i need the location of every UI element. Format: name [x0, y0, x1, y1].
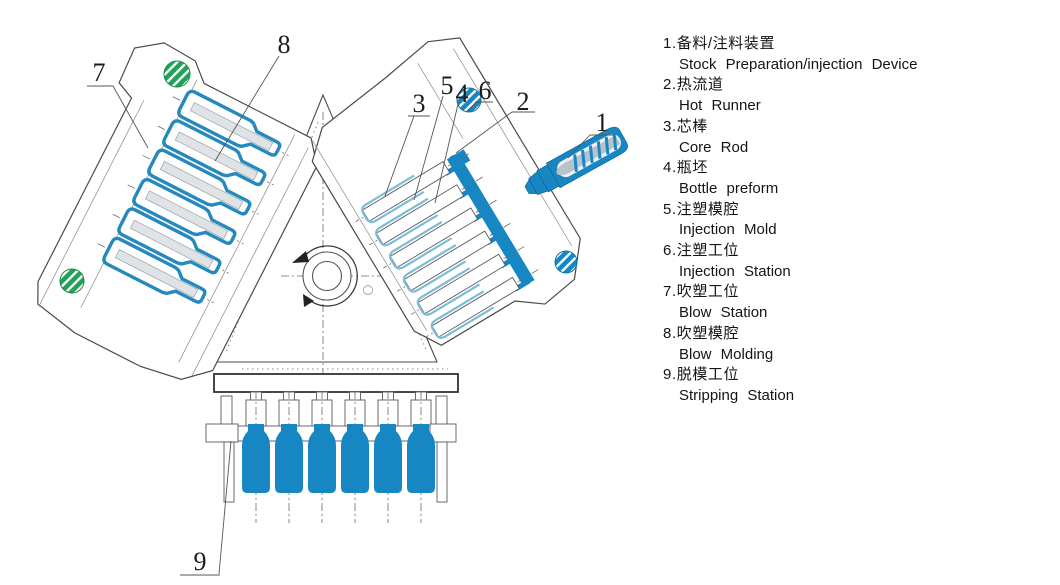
legend-zh: 5.注塑模腔 — [663, 200, 983, 221]
callout-1-leader — [567, 134, 591, 159]
blow-station — [37, 42, 318, 380]
legend-number: 1. — [663, 35, 677, 52]
legend-item-8: 8.吹塑模腔 Blow Molding — [663, 324, 983, 365]
legend-en: Injection Mold — [679, 221, 777, 239]
callout-2: 2 — [517, 87, 530, 116]
callout-8: 8 — [278, 30, 291, 59]
legend-en: Stock Preparation/injection Device — [679, 55, 918, 73]
stripper-bar — [213, 373, 459, 393]
callout-9: 9 — [194, 547, 207, 576]
callout-1: 1 — [596, 108, 609, 137]
legend-item-2: 2.热流道 Hot Runner — [663, 75, 983, 116]
turret-pin — [363, 285, 373, 295]
legend-en: Hot Runner — [679, 97, 761, 115]
left-bracket — [205, 395, 239, 503]
callout-5: 5 — [441, 71, 454, 100]
callout-7: 7 — [93, 58, 106, 87]
callout-5-leader — [413, 95, 444, 201]
blown-bottle — [242, 424, 270, 493]
callout-9-leader — [218, 440, 232, 575]
legend-zh: 7.吹塑工位 — [663, 282, 983, 303]
legend-en: Injection Station — [679, 262, 791, 280]
right-bracket — [429, 395, 457, 503]
legend-zh-text: 吹塑工位 — [676, 283, 740, 301]
callout-6: 6 — [479, 76, 492, 105]
blown-bottle — [407, 424, 435, 493]
legend-zh: 4.瓶坯 — [663, 158, 983, 179]
legend-zh-text: 脱模工位 — [676, 366, 740, 384]
blow-station-marker-bottom — [59, 268, 85, 294]
callout-3: 3 — [413, 89, 426, 118]
callouts: 7 8 3 5 4 6 2 1 9 — [87, 30, 614, 576]
injection-station-marker-top — [456, 87, 482, 113]
legend-en: Core Rod — [679, 138, 749, 156]
injection-station — [311, 37, 581, 369]
legend: 1.备料/注料装置 Stock Preparation/injection De… — [663, 34, 983, 407]
rotation-arrow-icon — [292, 251, 309, 263]
legend-item-1: 1.备料/注料装置 Stock Preparation/injection De… — [663, 34, 983, 75]
legend-item-4: 4.瓶坯 Bottle preform — [663, 158, 983, 199]
legend-zh-text: 吹塑模腔 — [676, 324, 740, 342]
legend-number: 9. — [663, 366, 677, 384]
legend-zh: 3.芯棒 — [663, 117, 983, 138]
injection-station-marker-right — [554, 250, 578, 274]
blown-bottle — [341, 424, 369, 493]
callout-3-leader — [384, 115, 415, 197]
legend-number: 8. — [663, 324, 677, 342]
injection-device — [524, 126, 628, 195]
legend-item-7: 7.吹塑工位 Blow Station — [663, 282, 983, 323]
legend-zh-text: 热流道 — [676, 76, 724, 94]
turret-hub-inner — [311, 260, 343, 292]
legend-zh: 8.吹塑模腔 — [663, 324, 983, 345]
legend-item-3: 3.芯棒 Core Rod — [663, 117, 983, 158]
stripping-station — [205, 368, 459, 524]
legend-item-6: 6.注塑工位 Injection Station — [663, 241, 983, 282]
legend-zh-text: 注塑工位 — [676, 242, 740, 260]
blown-bottle — [308, 424, 336, 493]
callout-6-leader — [466, 101, 478, 112]
legend-zh-text: 注塑模腔 — [676, 200, 740, 218]
turret — [214, 93, 438, 432]
callout-8-leader — [214, 55, 280, 162]
bottle-necks — [245, 391, 432, 427]
rotation-arc-tail — [303, 294, 314, 307]
legend-en: Bottle preform — [679, 179, 779, 197]
legend-en: Blow Station — [679, 304, 768, 322]
legend-zh: 2.热流道 — [663, 75, 983, 96]
legend-zh: 9.脱模工位 — [663, 365, 983, 386]
blow-station-marker-top — [163, 60, 191, 88]
legend-en: Stripping Station — [679, 386, 795, 404]
legend-number: 6. — [663, 242, 677, 260]
callout-4-leader — [434, 103, 459, 204]
callout-4: 4 — [456, 79, 469, 108]
injector-screw-flights — [573, 132, 618, 172]
legend-number: 2. — [663, 76, 677, 94]
legend-zh-text: 备料/注料装置 — [676, 35, 776, 52]
blown-bottle — [275, 424, 303, 493]
legend-zh-text: 芯棒 — [676, 117, 708, 135]
legend-number: 3. — [663, 117, 677, 135]
legend-zh: 1.备料/注料装置 — [663, 34, 983, 55]
legend-zh: 6.注塑工位 — [663, 241, 983, 262]
blown-bottle — [374, 424, 402, 493]
callout-7-leader — [112, 85, 149, 149]
legend-zh-text: 瓶坯 — [676, 159, 708, 177]
legend-en: Blow Molding — [679, 345, 774, 363]
legend-number: 5. — [663, 200, 677, 218]
callout-2-leader — [455, 111, 513, 154]
legend-number: 4. — [663, 159, 677, 177]
legend-item-5: 5.注塑模腔 Injection Mold — [663, 200, 983, 241]
rotation-arc — [303, 245, 358, 307]
legend-number: 7. — [663, 283, 677, 301]
legend-item-9: 9.脱模工位 Stripping Station — [663, 365, 983, 406]
